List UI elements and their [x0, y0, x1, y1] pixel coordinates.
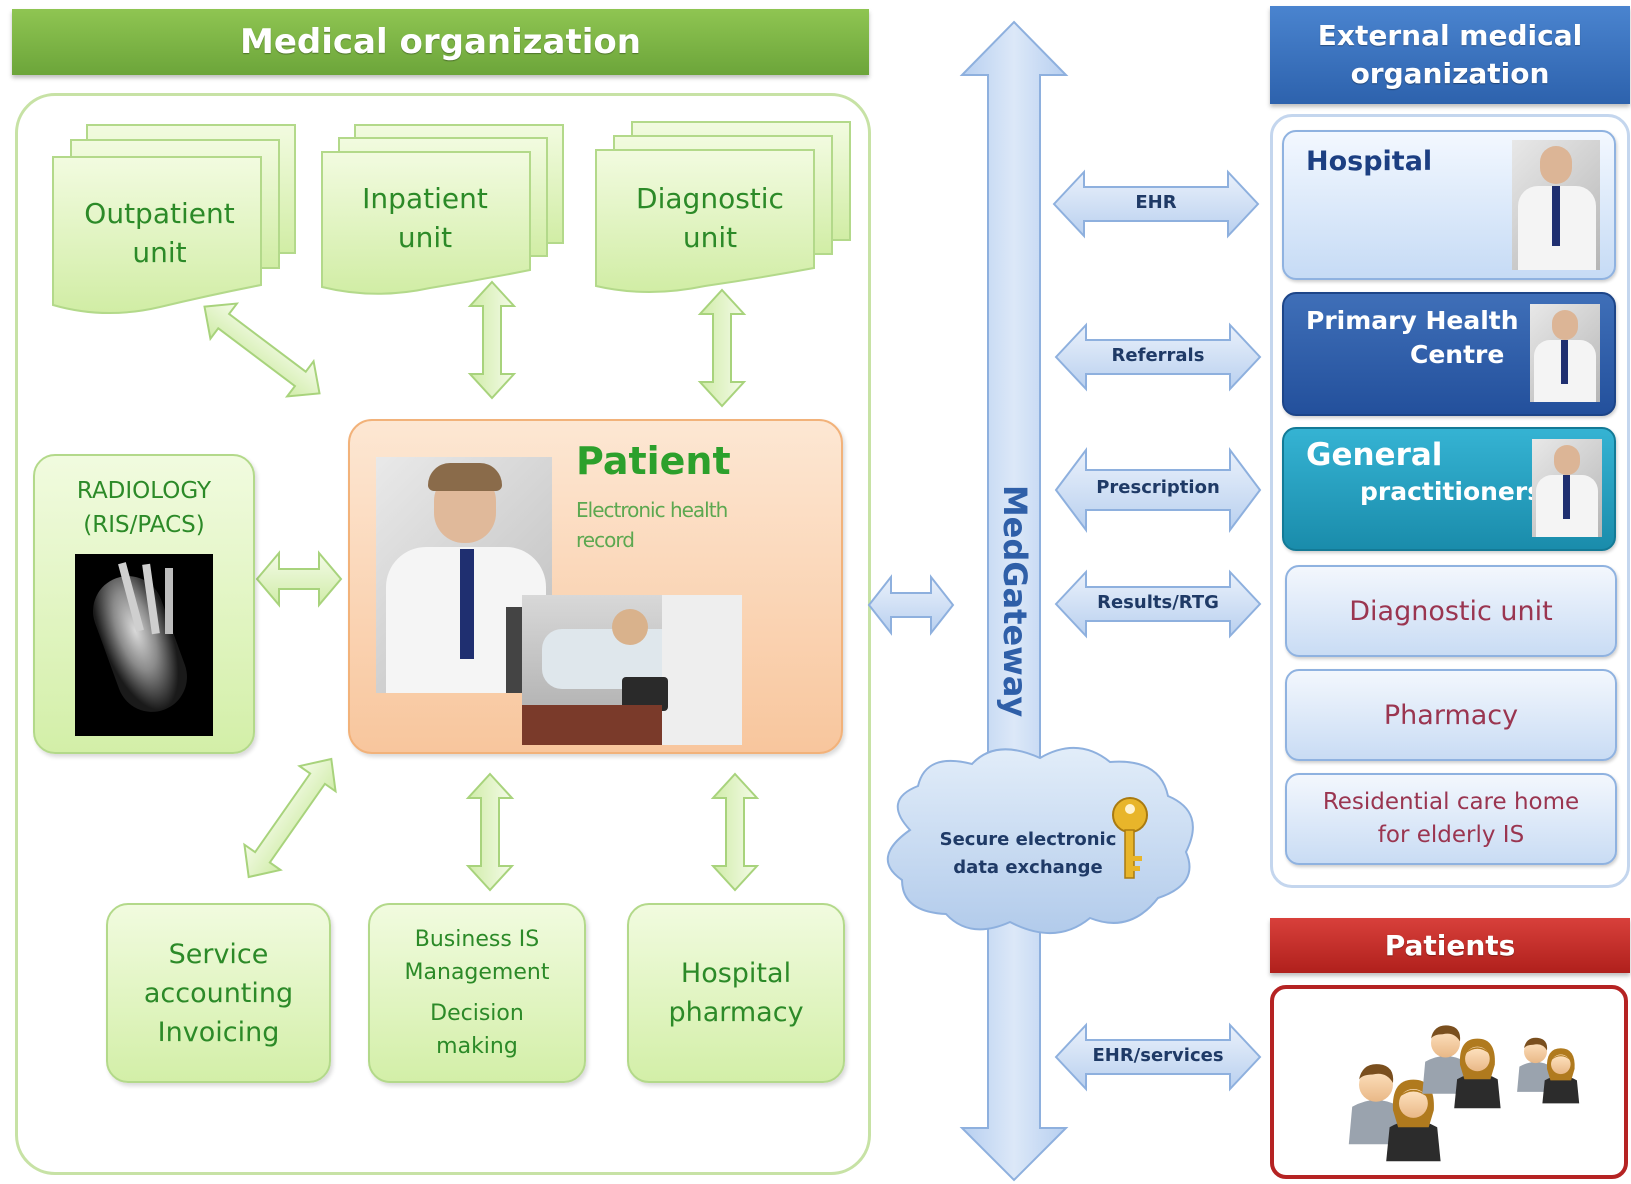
patients-group-icon [1349, 1025, 1579, 1161]
external-pharmacy-box: Pharmacy [1285, 669, 1617, 761]
medical-organization-title: Medical organization [240, 22, 641, 62]
general-label-line2: practitioners [1360, 477, 1543, 506]
business-is-box: Business IS Management Decision making [368, 903, 586, 1083]
outpatient-unit-doc [52, 124, 296, 315]
ehr-services-arrow [1054, 1022, 1262, 1092]
bedside-photo [522, 595, 742, 745]
outpatient-unit-label: Outpatient unit [84, 197, 235, 269]
general-label-line1: General [1306, 437, 1443, 473]
medgateway-label: MedGateway [996, 484, 1034, 718]
cloud-line2: data exchange [953, 857, 1103, 878]
primary-health-box: Primary Health Centre [1282, 292, 1616, 416]
inpatient-unit-doc [321, 124, 564, 295]
diagnostic-unit-label: Diagnostic unit [636, 182, 784, 254]
external-diagnostic-label: Diagnostic unit [1349, 595, 1553, 627]
radiology-subtitle: (RIS/PACS) [83, 512, 205, 538]
business-line4: making [436, 1034, 518, 1059]
medical-organization-banner: Medical organization [12, 9, 869, 75]
hospital-box: Hospital [1282, 130, 1616, 280]
cloud-line1: Secure electronic [939, 829, 1117, 850]
service-accounting-box: Service accounting Invoicing [106, 903, 331, 1083]
inpatient-patient-arrow [467, 280, 517, 400]
business-line3: Decision [430, 1001, 524, 1026]
care-line2: for elderly IS [1377, 822, 1525, 848]
external-diagnostic-box: Diagnostic unit [1285, 565, 1617, 657]
external-title-line2: organization [1350, 57, 1550, 90]
diagnostic-patient-arrow [697, 288, 747, 408]
patient-gateway-arrow [867, 574, 955, 636]
ehr-arrow [1052, 169, 1260, 239]
external-pharmacy-label: Pharmacy [1383, 699, 1519, 731]
primary-label-line1: Primary Health [1306, 306, 1519, 335]
service-patient-arrow [243, 757, 337, 879]
ehr-label: EHR [1135, 192, 1177, 213]
results-rtg-arrow [1054, 569, 1262, 639]
primary-doctor-photo [1530, 304, 1600, 402]
primary-label-line2: Centre [1410, 340, 1505, 369]
care-line1: Residential care home [1322, 789, 1580, 815]
hospital-doctor-photo [1512, 140, 1600, 270]
ehr-label-line1: Electronic health [576, 498, 728, 522]
prescription-label: Prescription [1096, 477, 1220, 498]
business-line2: Management [404, 960, 550, 985]
prescription-arrow [1054, 447, 1262, 533]
referrals-arrow [1054, 322, 1262, 392]
external-title-line1: External medical [1317, 19, 1583, 52]
service-line3: Invoicing [157, 1016, 280, 1048]
key-icon [1112, 797, 1148, 879]
pharmacy-patient-arrow [710, 772, 760, 892]
hospital-label: Hospital [1306, 146, 1433, 177]
business-patient-arrow [465, 772, 515, 892]
inpatient-unit-label: Inpatient unit [362, 182, 488, 254]
diagnostic-unit-doc [595, 121, 851, 293]
residential-care-box: Residential care home for elderly IS [1285, 773, 1617, 865]
patient-title: Patient [576, 439, 731, 483]
outpatient-patient-arrow [203, 302, 321, 398]
medgateway-label-wrap: MedGateway [987, 484, 1043, 718]
ehr-services-label: EHR/services [1092, 1045, 1224, 1066]
general-doctor-photo [1532, 439, 1602, 537]
ehr-label-line2: record [576, 528, 635, 552]
radiology-box: RADIOLOGY (RIS/PACS) [33, 454, 255, 754]
hospital-pharmacy-box: Hospital pharmacy [627, 903, 845, 1083]
pharmacy-line2: pharmacy [668, 997, 804, 1028]
external-organization-banner: External medical organization [1270, 6, 1630, 104]
patient-ehr-box: Patient Electronic health record [348, 419, 843, 754]
general-practitioners-box: General practitioners [1282, 427, 1616, 551]
business-line1: Business IS [414, 927, 540, 952]
service-line2: accounting [143, 977, 294, 1009]
radiology-title: RADIOLOGY [76, 478, 212, 504]
cloud-text: Secure electronic data exchange [930, 826, 1126, 882]
pharmacy-line1: Hospital [680, 958, 792, 989]
radiology-patient-arrow [255, 550, 343, 608]
patients-title: Patients [1384, 929, 1516, 962]
secure-exchange-cloud [886, 746, 1194, 934]
referrals-label: Referrals [1111, 345, 1205, 366]
results-rtg-label: Results/RTG [1097, 592, 1219, 613]
service-line1: Service [168, 938, 269, 970]
xray-image [75, 554, 213, 736]
patients-banner: Patients [1270, 918, 1630, 973]
